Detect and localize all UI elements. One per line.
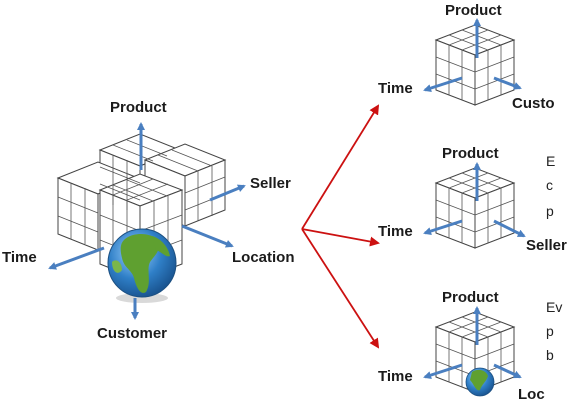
main-data-cube: Product Seller Time Location Customer [2, 99, 295, 342]
branch-arrow-middle [301, 228, 380, 247]
label-time: Time [2, 249, 37, 266]
label-location: Location [232, 249, 295, 266]
side-text-line: E [546, 153, 555, 169]
branch-arrows [301, 104, 380, 349]
time-axis-arrow [48, 246, 105, 270]
customer-axis-arrow [493, 76, 522, 90]
label-seller: Seller [250, 175, 291, 192]
data-cube-icon [434, 167, 516, 249]
label-product: Product [110, 99, 167, 116]
time-axis-arrow [423, 219, 463, 235]
label-time: Time [378, 368, 413, 385]
data-cube-icon [434, 24, 516, 106]
sub-cube-3: Product Time Loc Ev p b [378, 289, 562, 400]
side-text: Ev p b [546, 299, 562, 363]
time-axis-arrow [423, 76, 463, 92]
label-product: Product [445, 2, 502, 19]
side-text-line: p [546, 323, 554, 339]
side-text-line: c [546, 177, 553, 193]
label-product: Product [442, 145, 499, 162]
label-seller: Seller [526, 237, 567, 254]
seller-axis-arrow [209, 184, 246, 202]
globe-icon [107, 228, 177, 303]
time-axis-arrow [423, 363, 463, 379]
seller-axis-arrow [493, 219, 526, 238]
globe-icon [465, 367, 495, 397]
label-location: Loc [518, 386, 545, 400]
side-text-line: Ev [546, 299, 562, 315]
location-axis-arrow [493, 363, 522, 379]
sub-cube-2: Product Time Seller E c p [378, 145, 567, 254]
label-customer: Custo [512, 95, 555, 112]
label-time: Time [378, 223, 413, 240]
side-text-line: b [546, 347, 554, 363]
branch-arrow-bottom [301, 228, 380, 349]
branch-arrow-top [301, 104, 380, 230]
label-product: Product [442, 289, 499, 306]
sub-cube-1: Product Time Custo [378, 2, 555, 112]
label-customer: Customer [97, 325, 167, 342]
location-axis-arrow [181, 224, 234, 248]
side-text-line: p [546, 203, 554, 219]
side-text: E c p [546, 153, 555, 219]
label-time: Time [378, 80, 413, 97]
